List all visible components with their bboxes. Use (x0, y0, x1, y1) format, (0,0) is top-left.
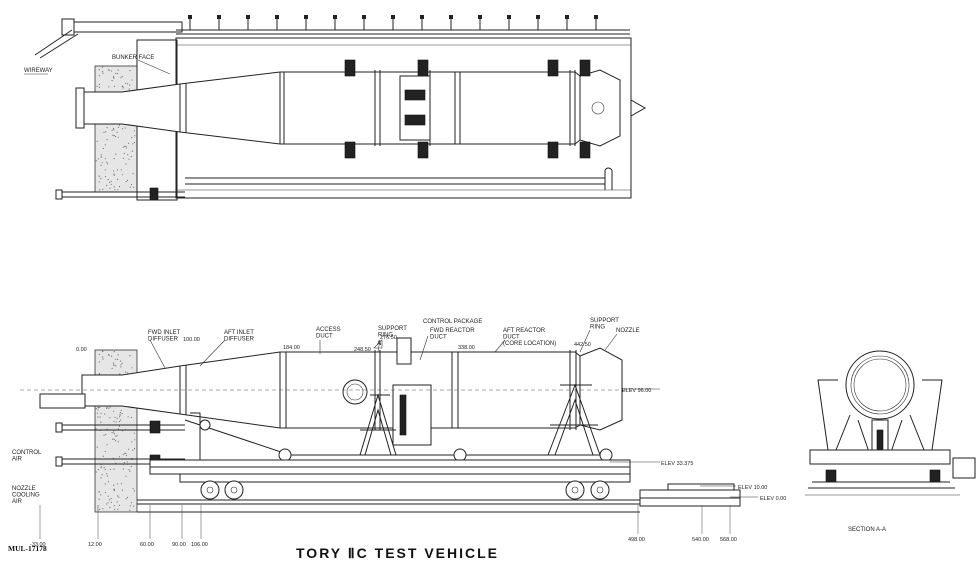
wheel (565, 480, 585, 500)
plan-engine-body (79, 71, 581, 145)
station-bottom-label: 12.00 (88, 542, 102, 548)
elevation-label: ELEV 10.00 (738, 485, 767, 491)
rail (137, 499, 640, 505)
nozzle-label: NOZZLE (616, 328, 640, 334)
station-top-label: 184.00 (283, 345, 300, 351)
drawing-number: MUL-17178 (8, 544, 47, 553)
station-top-label: 0.00 (76, 347, 87, 353)
wheel (200, 480, 220, 500)
section-duct-ring (845, 350, 915, 420)
wheel (224, 480, 244, 500)
elevation-view: A (20, 329, 758, 539)
plan-view: BUNKER FACE WIREWAY (24, 15, 647, 201)
plan-nozzle (579, 69, 621, 147)
station-bottom-label: -33.00 (30, 542, 46, 548)
wireway-label: WIREWAY (24, 68, 53, 74)
station-top-label: 100.00 (183, 337, 200, 343)
station-top-label: 442.50 (574, 342, 591, 348)
section-marker: A (377, 341, 382, 347)
plan-wireway-leader (34, 29, 79, 59)
station-bottom-label: 60.00 (140, 542, 154, 548)
station-bottom-label: 106.00 (191, 542, 208, 548)
plan-wireway-duct (71, 21, 183, 33)
control-package-label: CONTROL PACKAGE (423, 319, 482, 325)
station-bottom-label: 568.00 (720, 537, 737, 543)
bunker-face-label: BUNKER FACE (112, 55, 154, 61)
control-package (396, 337, 412, 365)
station-bottom-label: 540.00 (692, 537, 709, 543)
station-top-label: 338.00 (458, 345, 475, 351)
station-top-label: 248.50 (354, 347, 371, 353)
access-port (342, 379, 368, 405)
station-bottom-label: 498.00 (628, 537, 645, 543)
station-bottom-label: 90.00 (172, 542, 186, 548)
control-air-pipe (60, 424, 185, 431)
section-a-a: SECTION A-A (805, 350, 976, 533)
station-top-label: 276.50 (380, 335, 397, 341)
section-flat-car (809, 449, 951, 465)
wheel (590, 480, 610, 500)
drawing-title: TORY ⅡC TEST VEHICLE (296, 545, 499, 561)
elevation-label: ELEV 33.375 (661, 461, 693, 467)
elevation-label: ELEV 96.00 (622, 388, 651, 394)
plan-bunker-wall (94, 65, 138, 193)
elevation-label: ELEV 0.00 (760, 496, 786, 502)
section-label: SECTION A-A (848, 527, 886, 533)
plan-pipe (185, 177, 605, 185)
